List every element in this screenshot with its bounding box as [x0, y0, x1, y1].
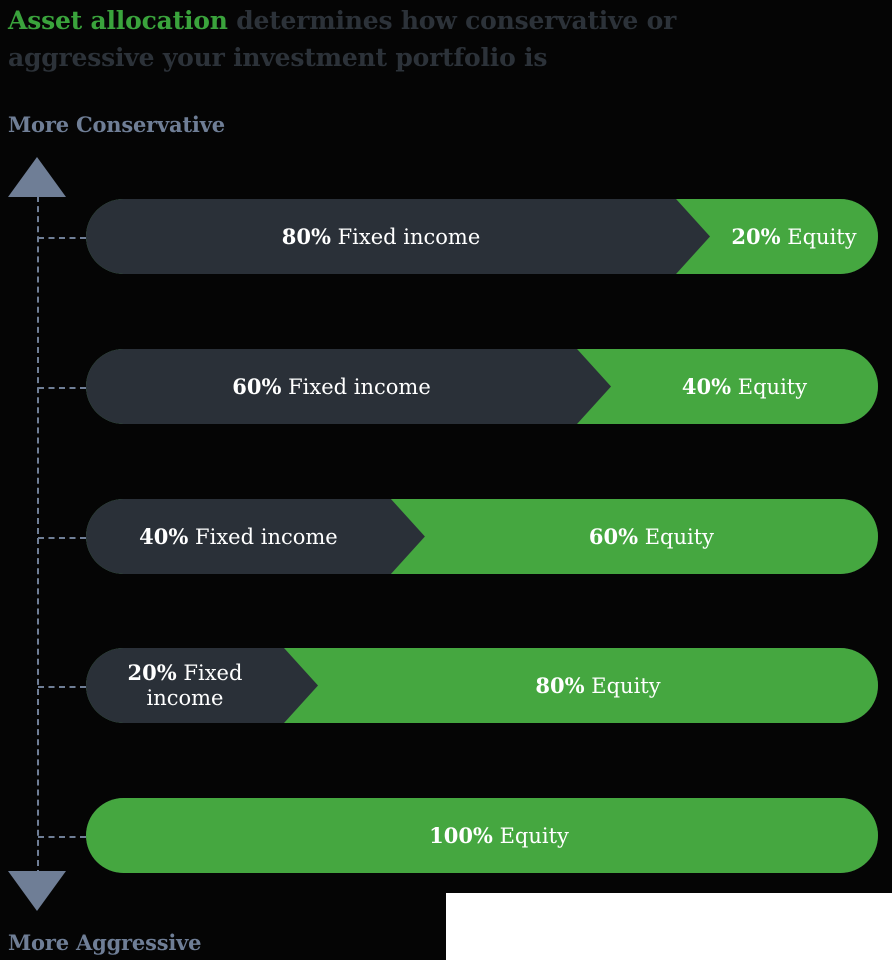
allocation-bar[interactable]: 80% Fixed income 20% Equity [86, 199, 878, 274]
equity-percent: 100% [429, 822, 493, 848]
fixed-income-segment [86, 648, 318, 723]
equity-percent: 20% [731, 223, 781, 249]
fixed-income-segment [86, 349, 612, 424]
allocation-bar[interactable]: 60% Fixed income 40% Equity [86, 349, 878, 424]
fixed-income-label: 40% Fixed income [86, 499, 391, 574]
equity-name: Equity [591, 673, 661, 698]
arrow-down-icon [8, 871, 66, 911]
allocation-bar[interactable]: 40% Fixed income 60% Equity [86, 499, 878, 574]
equity-name: Equity [737, 374, 808, 399]
fixed-income-segment [86, 199, 711, 274]
equity-label: 40% Equity [611, 349, 878, 424]
allocation-bar[interactable]: 100% Equity [86, 798, 878, 873]
equity-percent: 80% [535, 672, 585, 698]
fixed-income-percent: 20% [127, 660, 177, 685]
fixed-income-label: 80% Fixed income [86, 199, 676, 274]
fixed-income-percent: 60% [232, 373, 282, 399]
equity-percent: 60% [588, 523, 639, 549]
axis-tick [38, 536, 86, 539]
axis-tick [38, 236, 86, 239]
equity-label: 100% Equity [120, 798, 878, 873]
equity-label: 60% Equity [425, 499, 878, 574]
fixed-income-label: 60% Fixed income [86, 349, 577, 424]
equity-percent: 40% [681, 373, 732, 399]
axis-label-more-aggressive: More Aggressive [8, 930, 202, 955]
fixed-income-percent: 40% [139, 523, 189, 549]
axis-dashed-line [37, 186, 39, 876]
fixed-income-segment [86, 499, 425, 574]
title-accent: Asset allocation [8, 6, 228, 35]
equity-label: 80% Equity [318, 648, 878, 723]
equity-name: Equity [499, 823, 569, 848]
allocation-bar[interactable]: 20% Fixed income 80% Equity [86, 648, 878, 723]
axis-tick [38, 835, 86, 838]
fixed-income-name: Fixed income [337, 224, 481, 249]
title-rest: determines how conservative or aggressiv… [8, 6, 677, 72]
axis-label-more-conservative: More Conservative [8, 112, 225, 137]
fixed-income-label: 20% Fixed income [86, 648, 284, 723]
fixed-income-name: Fixed income [195, 524, 338, 549]
equity-segment [86, 798, 878, 873]
equity-name: Equity [787, 224, 857, 249]
axis-tick [38, 685, 86, 688]
page-title: Asset allocation determines how conserva… [8, 2, 708, 76]
fixed-income-name: Fixed income [288, 374, 431, 399]
equity-name: Equity [644, 524, 715, 549]
equity-label: 20% Equity [710, 199, 878, 274]
axis-tick [38, 386, 86, 389]
fixed-income-percent: 80% [281, 223, 331, 249]
fixed-income-name: Fixed income [146, 661, 243, 710]
white-overlay-block [446, 893, 892, 960]
